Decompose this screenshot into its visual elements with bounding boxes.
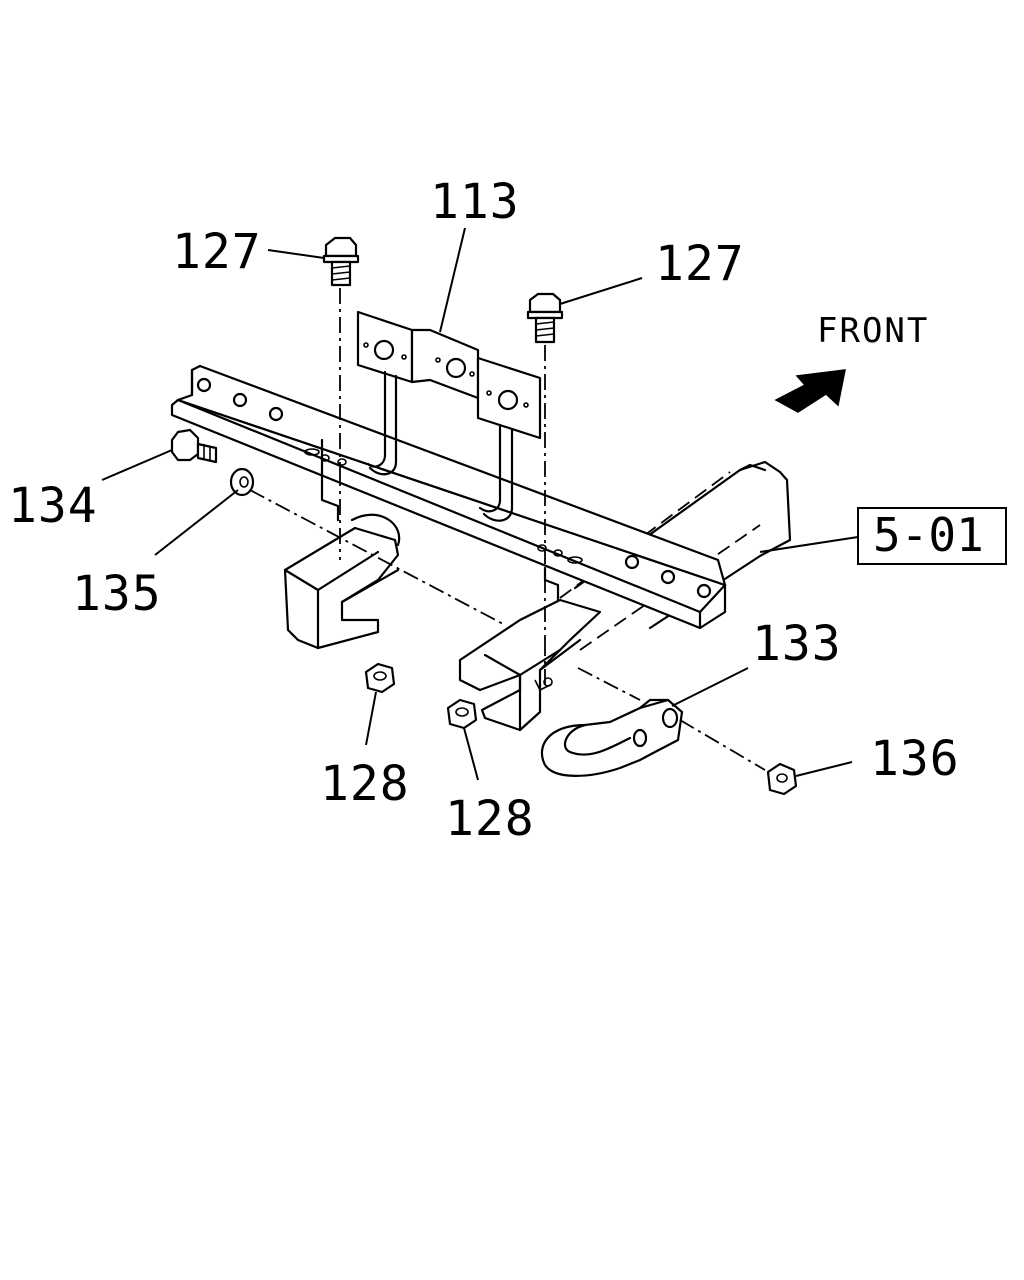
part-label-113: 113 xyxy=(430,174,520,230)
part-label-127-right: 127 xyxy=(655,236,745,292)
front-label: FRONT xyxy=(817,311,929,351)
washer-135 xyxy=(229,467,255,497)
reference-box: 5-01 xyxy=(857,507,1007,565)
assembly-lines xyxy=(249,288,766,771)
part-label-127-left: 127 xyxy=(172,224,262,280)
front-indicator: FRONT xyxy=(774,311,929,413)
tow-hook-133 xyxy=(540,698,684,777)
crossmember xyxy=(170,364,727,630)
nut-128-right xyxy=(446,698,478,730)
part-label-134: 134 xyxy=(8,478,98,534)
reference-label: 5-01 xyxy=(873,508,984,562)
part-label-133: 133 xyxy=(752,616,842,672)
leader-lines xyxy=(101,227,859,781)
bolt-127-right xyxy=(526,292,564,344)
part-label-136: 136 xyxy=(870,731,960,787)
bolt-127-left xyxy=(322,236,360,287)
left-channel xyxy=(283,513,401,650)
part-label-128-left: 128 xyxy=(320,756,410,812)
nut-128-left xyxy=(364,662,396,694)
part-labels: 113 127 127 134 135 128 128 133 136 xyxy=(8,174,960,847)
right-channel xyxy=(458,598,602,732)
bolt-134 xyxy=(170,428,218,464)
nut-136 xyxy=(766,762,798,796)
bracket-113 xyxy=(356,310,542,522)
part-label-128-right: 128 xyxy=(445,791,535,847)
flange-bolts xyxy=(196,377,712,599)
part-label-135: 135 xyxy=(72,566,162,622)
arrow-icon xyxy=(774,369,846,413)
